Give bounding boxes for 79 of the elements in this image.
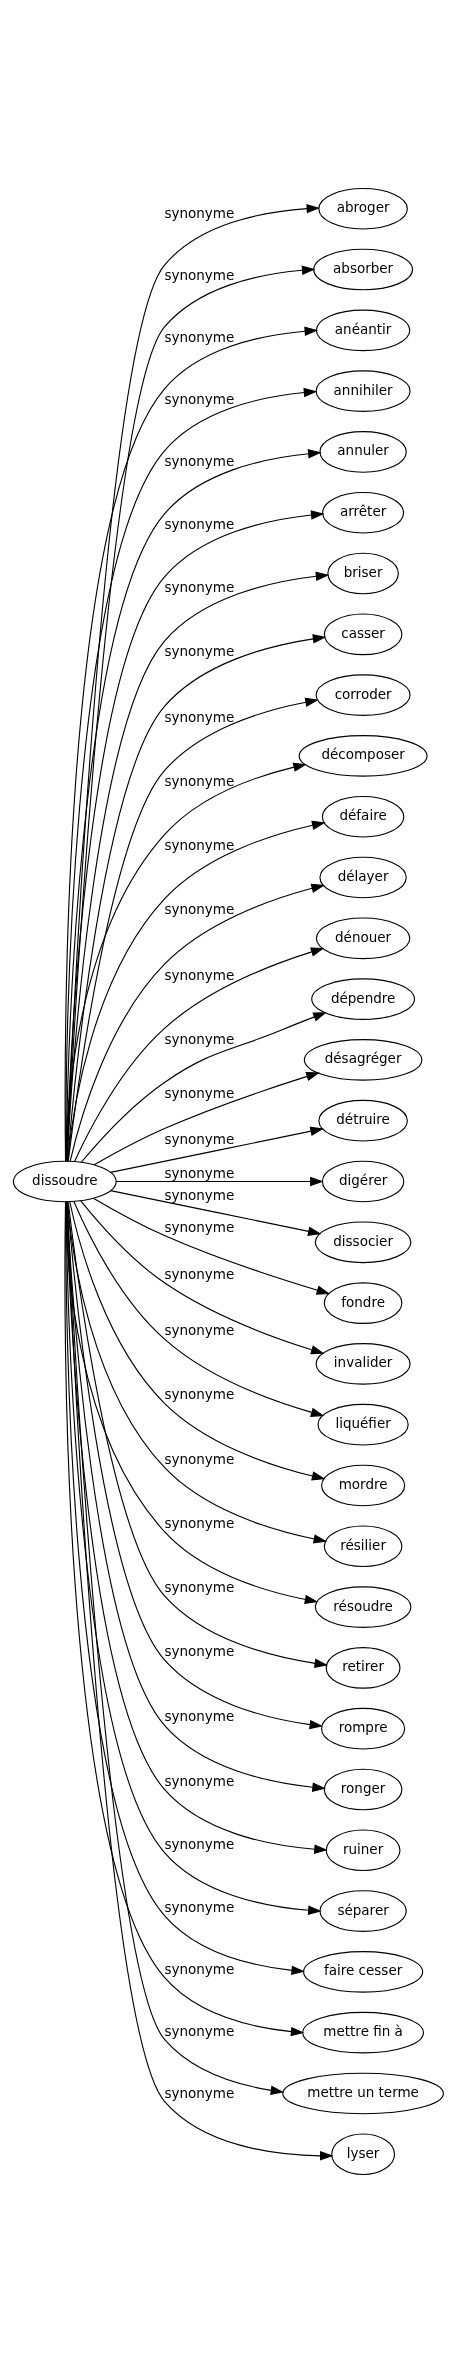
arrow <box>93 1072 320 1166</box>
edge-label: synonyme <box>163 643 234 660</box>
node-ellipse: résoudre <box>314 1586 411 1628</box>
edge-label: synonyme <box>163 1898 234 1915</box>
node-ellipse: faire cesser <box>302 1951 423 1993</box>
edge-label: synonyme <box>163 1960 234 1977</box>
edge-label: synonyme <box>163 205 234 222</box>
edge-label: synonyme <box>163 1218 234 1235</box>
node-ellipse: mordre <box>320 1464 405 1507</box>
arrow <box>92 1197 330 1295</box>
node-ellipse: briser <box>326 552 399 595</box>
arrow <box>66 820 325 1162</box>
node-ellipse: dissoudre <box>12 1160 117 1203</box>
edge-label: synonyme <box>163 1084 234 1101</box>
edge-label: synonyme <box>163 2022 234 2039</box>
edge-label: synonyme <box>163 1772 234 1789</box>
node-ellipse: délayer <box>318 856 407 899</box>
edge-label: synonyme <box>163 1322 234 1339</box>
edge-label: synonyme <box>163 1708 234 1725</box>
edge-label: synonyme <box>163 772 234 789</box>
node-ellipse: casser <box>323 613 402 656</box>
arrow <box>109 1126 324 1173</box>
node-ellipse: anéantir <box>315 309 410 352</box>
node-ellipse: arrêter <box>321 491 404 534</box>
edge-label: synonyme <box>163 901 234 918</box>
arrow <box>68 1201 325 1481</box>
edge-label: synonyme <box>163 516 234 533</box>
arrow <box>109 1190 322 1236</box>
node-ellipse: lyser <box>330 2133 395 2176</box>
edge-label: synonyme <box>163 267 234 284</box>
node-ellipse: abroger <box>317 187 408 230</box>
edge-label: synonyme <box>163 1130 234 1147</box>
edge-label: synonyme <box>163 1578 234 1595</box>
edge-label: synonyme <box>163 1187 234 1204</box>
edge-label: synonyme <box>163 1514 234 1531</box>
arrow <box>72 1200 324 1417</box>
node-ellipse: liquéfier <box>316 1403 409 1446</box>
edge-label: synonyme <box>163 1164 234 1181</box>
node-ellipse: rompre <box>320 1707 405 1750</box>
node-ellipse: dénouer <box>315 917 410 960</box>
edge-label: synonyme <box>163 579 234 596</box>
node-ellipse: annuler <box>318 431 407 473</box>
node-ellipse: digérer <box>321 1160 404 1203</box>
node-ellipse: retirer <box>325 1647 401 1689</box>
arrow <box>115 1176 324 1187</box>
edge-label: synonyme <box>163 1643 234 1660</box>
edge-label: synonyme <box>163 1835 234 1852</box>
node-ellipse: corroder <box>315 674 411 716</box>
arrow <box>80 1012 327 1163</box>
arrow <box>73 947 324 1162</box>
arrow <box>79 1200 324 1355</box>
node-ellipse: mettre un terme <box>281 2072 444 2115</box>
node-ellipse: absorber <box>312 248 413 291</box>
node-ellipse: dissocier <box>314 1221 411 1264</box>
edge-label: synonyme <box>163 1450 234 1467</box>
edge-label: synonyme <box>163 708 234 725</box>
node-ellipse: invalider <box>315 1343 411 1385</box>
edge-label: synonyme <box>163 391 234 408</box>
node-ellipse: fondre <box>323 1282 402 1324</box>
node-ellipse: annihiler <box>315 370 411 412</box>
arrow <box>66 1201 327 1544</box>
edge-label: synonyme <box>163 329 234 346</box>
arrow <box>65 1201 334 2161</box>
node-ellipse: mettre fin à <box>301 2011 424 2054</box>
edge-label: synonyme <box>163 2084 234 2101</box>
node-ellipse: détruire <box>317 1099 408 1142</box>
edge-label: synonyme <box>163 1030 234 1047</box>
edge-label: synonyme <box>163 1266 234 1282</box>
node-ellipse: défaire <box>321 795 404 838</box>
edge-label: synonyme <box>163 453 234 470</box>
edge-label: synonyme <box>163 1386 234 1403</box>
edge-label: synonyme <box>163 837 234 854</box>
edge-label: synonyme <box>163 966 234 983</box>
node-ellipse: séparer <box>318 1890 407 1932</box>
node-ellipse: décomposer <box>298 735 428 777</box>
node-ellipse: ronger <box>323 1768 402 1811</box>
node-ellipse: résilier <box>323 1525 402 1568</box>
node-ellipse: ruiner <box>325 1829 401 1872</box>
arrow <box>69 883 325 1162</box>
